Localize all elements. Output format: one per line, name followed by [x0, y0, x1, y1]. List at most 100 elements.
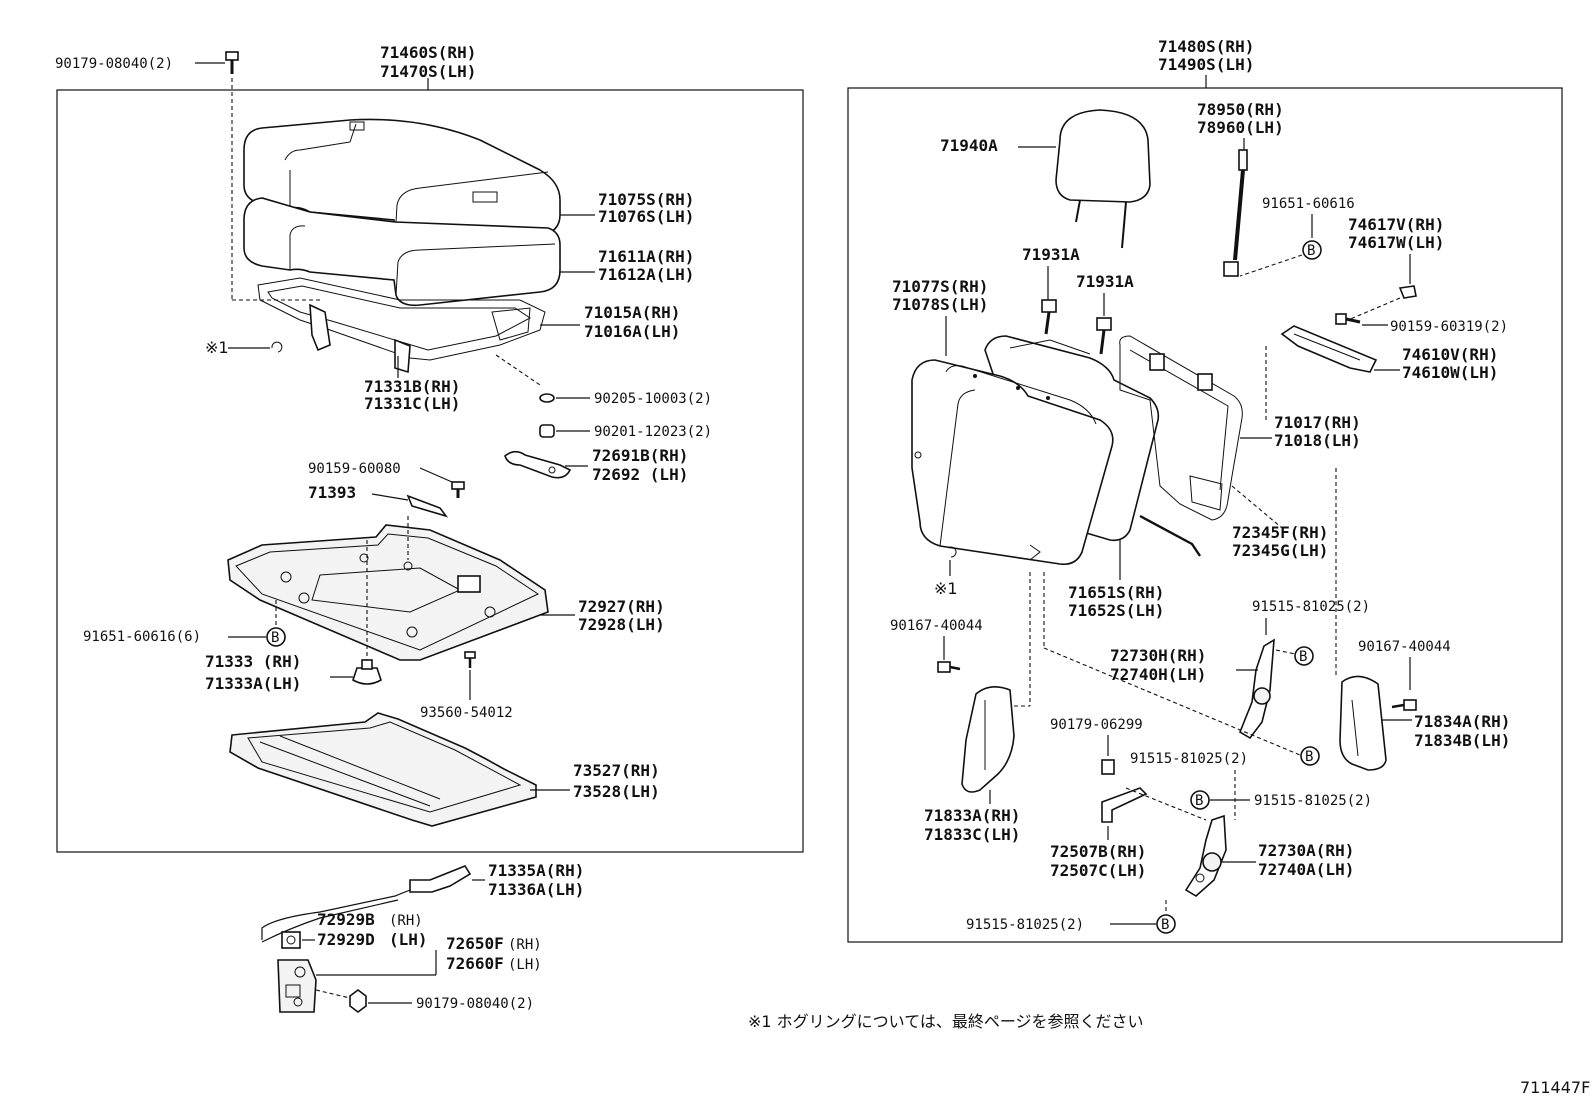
label-back-pad-rh: 71651S(RH) — [1068, 583, 1164, 602]
label-headrest: 71940A — [940, 136, 998, 155]
seat-cushion-frame — [257, 277, 546, 374]
label-garnish-right-lh: 71834B(LH) — [1414, 731, 1510, 750]
footnote: ※1 ホグリングについては、最終ページを参照ください — [748, 1012, 1144, 1031]
garnish-screw-left-icon — [937, 661, 961, 673]
label-lock-small-lh: (LH) — [389, 930, 428, 949]
label-recliner-upper-lh: 72740H(LH) — [1110, 665, 1206, 684]
label-back-pad-lh: 71652S(LH) — [1068, 601, 1164, 620]
label-bolt-small: 90179-06299 — [1050, 717, 1143, 733]
label-bolt-mid: 91515-81025(2) — [1130, 751, 1248, 767]
diagram-code: 711447F — [1520, 1078, 1590, 1097]
label-stopper-lh: 71333A(LH) — [205, 674, 301, 693]
bracket-72691 — [504, 450, 572, 479]
callout-b-mid: B — [1305, 749, 1313, 765]
callout-b-circle — [1190, 790, 1210, 810]
callout-b-circle — [1300, 746, 1320, 766]
seat-lock-small — [281, 931, 301, 949]
seat-cushion-pad — [243, 197, 561, 307]
label-cover-clip-rh: 74617V(RH) — [1348, 215, 1444, 234]
left-assembly: 71460S(RH) 71470S(LH) 90179-08040(2) 710… — [55, 43, 804, 853]
hog-ring-icon — [271, 341, 283, 353]
screw-icon — [1335, 313, 1361, 325]
link-72507 — [1101, 787, 1148, 823]
release-rod — [1139, 514, 1201, 557]
label-grip-lh: 74610W(LH) — [1402, 363, 1498, 382]
label-bolt-top: 90179-08040(2) — [55, 56, 173, 72]
label-washer: 90205-10003(2) — [594, 391, 712, 407]
label-bolt-lower: 91515-81025(2) — [966, 917, 1084, 933]
fastener-icon — [464, 651, 476, 668]
callout-b-right: B — [1307, 243, 1315, 259]
right-assembly-frame — [847, 87, 1563, 943]
garnish-screw-right-icon — [1391, 699, 1417, 711]
right-assembly: 71480S(RH) 71490S(LH) 71940A 78950(RH) 7… — [847, 37, 1563, 943]
garnish-left — [961, 686, 1015, 793]
callout-b-left: B — [271, 630, 279, 646]
stopper-icon — [352, 659, 382, 685]
label-cable-lh: 71336A(LH) — [488, 880, 584, 899]
label-stopper-rh: 71333 (RH) — [205, 652, 301, 671]
label-left-assembly-rh: 71460S(RH) — [380, 43, 476, 62]
callout-b-circle — [1156, 914, 1176, 934]
seatback-frame — [1119, 335, 1243, 521]
label-belt-rh: 78950(RH) — [1197, 100, 1284, 119]
label-cushion-cover-lh: 71076S(LH) — [598, 207, 694, 226]
label-back-cover-lh: 71078S(LH) — [892, 295, 988, 314]
label-link-lh: 72507C(LH) — [1050, 861, 1146, 880]
bolt-small-icon — [1101, 759, 1115, 775]
bolt-bottom-icon — [349, 989, 367, 1013]
label-lock-small-rh: (RH) — [389, 913, 423, 929]
label-ring-left: ※1 — [205, 338, 229, 357]
label-back-cover-rh: 71077S(RH) — [892, 277, 988, 296]
recliner-upper — [1239, 638, 1275, 740]
headrest-guide-right — [1096, 317, 1112, 355]
seatback-cover — [911, 359, 1114, 566]
label-recliner-lower-rh: 72730A(RH) — [1258, 841, 1354, 860]
label-garnish-right-rh: 71834A(RH) — [1414, 712, 1510, 731]
label-hinge-lh: 71331C(LH) — [364, 394, 460, 413]
washer-icon — [539, 393, 555, 403]
callout-b-lower: B — [1161, 917, 1169, 933]
hog-ring-icon — [947, 546, 957, 558]
label-bolt-bottom: 90179-08040(2) — [416, 996, 534, 1012]
handle-icon — [406, 494, 449, 518]
label-bolt-mid2: 91515-81025(2) — [1254, 793, 1372, 809]
label-cushion-pad-lh: 71612A(LH) — [598, 265, 694, 284]
label-pan-lh: 72928(LH) — [578, 615, 665, 634]
callout-b-circle — [1294, 646, 1314, 666]
callout-b-mid2: B — [1195, 793, 1203, 809]
callout-b-circle — [266, 627, 286, 647]
seat-belt-buckle — [1223, 149, 1248, 277]
headrest-guide-left — [1041, 299, 1057, 335]
label-nut: 90201-12023(2) — [594, 424, 712, 440]
release-cable — [261, 865, 472, 943]
label-left-assembly-lh: 71470S(LH) — [380, 62, 476, 81]
label-handle: 71393 — [308, 483, 356, 502]
left-assembly-frame — [56, 89, 804, 853]
label-lock-big-lh-part: 72660F — [446, 954, 504, 973]
label-garnish-left-lh: 71833C(LH) — [924, 825, 1020, 844]
label-hinge-rh: 71331B(RH) — [364, 377, 460, 396]
label-cushion-cover-rh: 71075S(RH) — [598, 190, 694, 209]
label-screw-right-garnish: 90167-40044 — [1358, 639, 1451, 655]
floor-carpet — [229, 712, 537, 827]
label-ring-right: ※1 — [934, 579, 958, 598]
label-clip-right: 91651-60616 — [1262, 196, 1355, 212]
bolt-icon — [225, 51, 239, 74]
label-rod-rh: 72345F(RH) — [1232, 523, 1328, 542]
label-guide-right: 71931A — [1076, 272, 1134, 291]
label-grip-rh: 74610V(RH) — [1402, 345, 1498, 364]
label-lock-big-rh-part: 72650F — [446, 934, 504, 953]
label-recliner-lower-lh: 72740A(LH) — [1258, 860, 1354, 879]
label-bracket-rh: 72691B(RH) — [592, 446, 688, 465]
label-back-frame-lh: 71018(LH) — [1274, 431, 1361, 450]
label-bracket-lh: 72692 (LH) — [592, 465, 688, 484]
label-lock-small-lh-part: 72929D — [317, 930, 375, 949]
nut-icon — [539, 424, 555, 438]
seat-pan — [227, 524, 549, 661]
cover-clip-icon — [1398, 285, 1417, 299]
label-lock-small-rh-part: 72929B — [317, 910, 375, 929]
headrest — [1055, 109, 1151, 249]
label-cushion-pad-rh: 71611A(RH) — [598, 247, 694, 266]
